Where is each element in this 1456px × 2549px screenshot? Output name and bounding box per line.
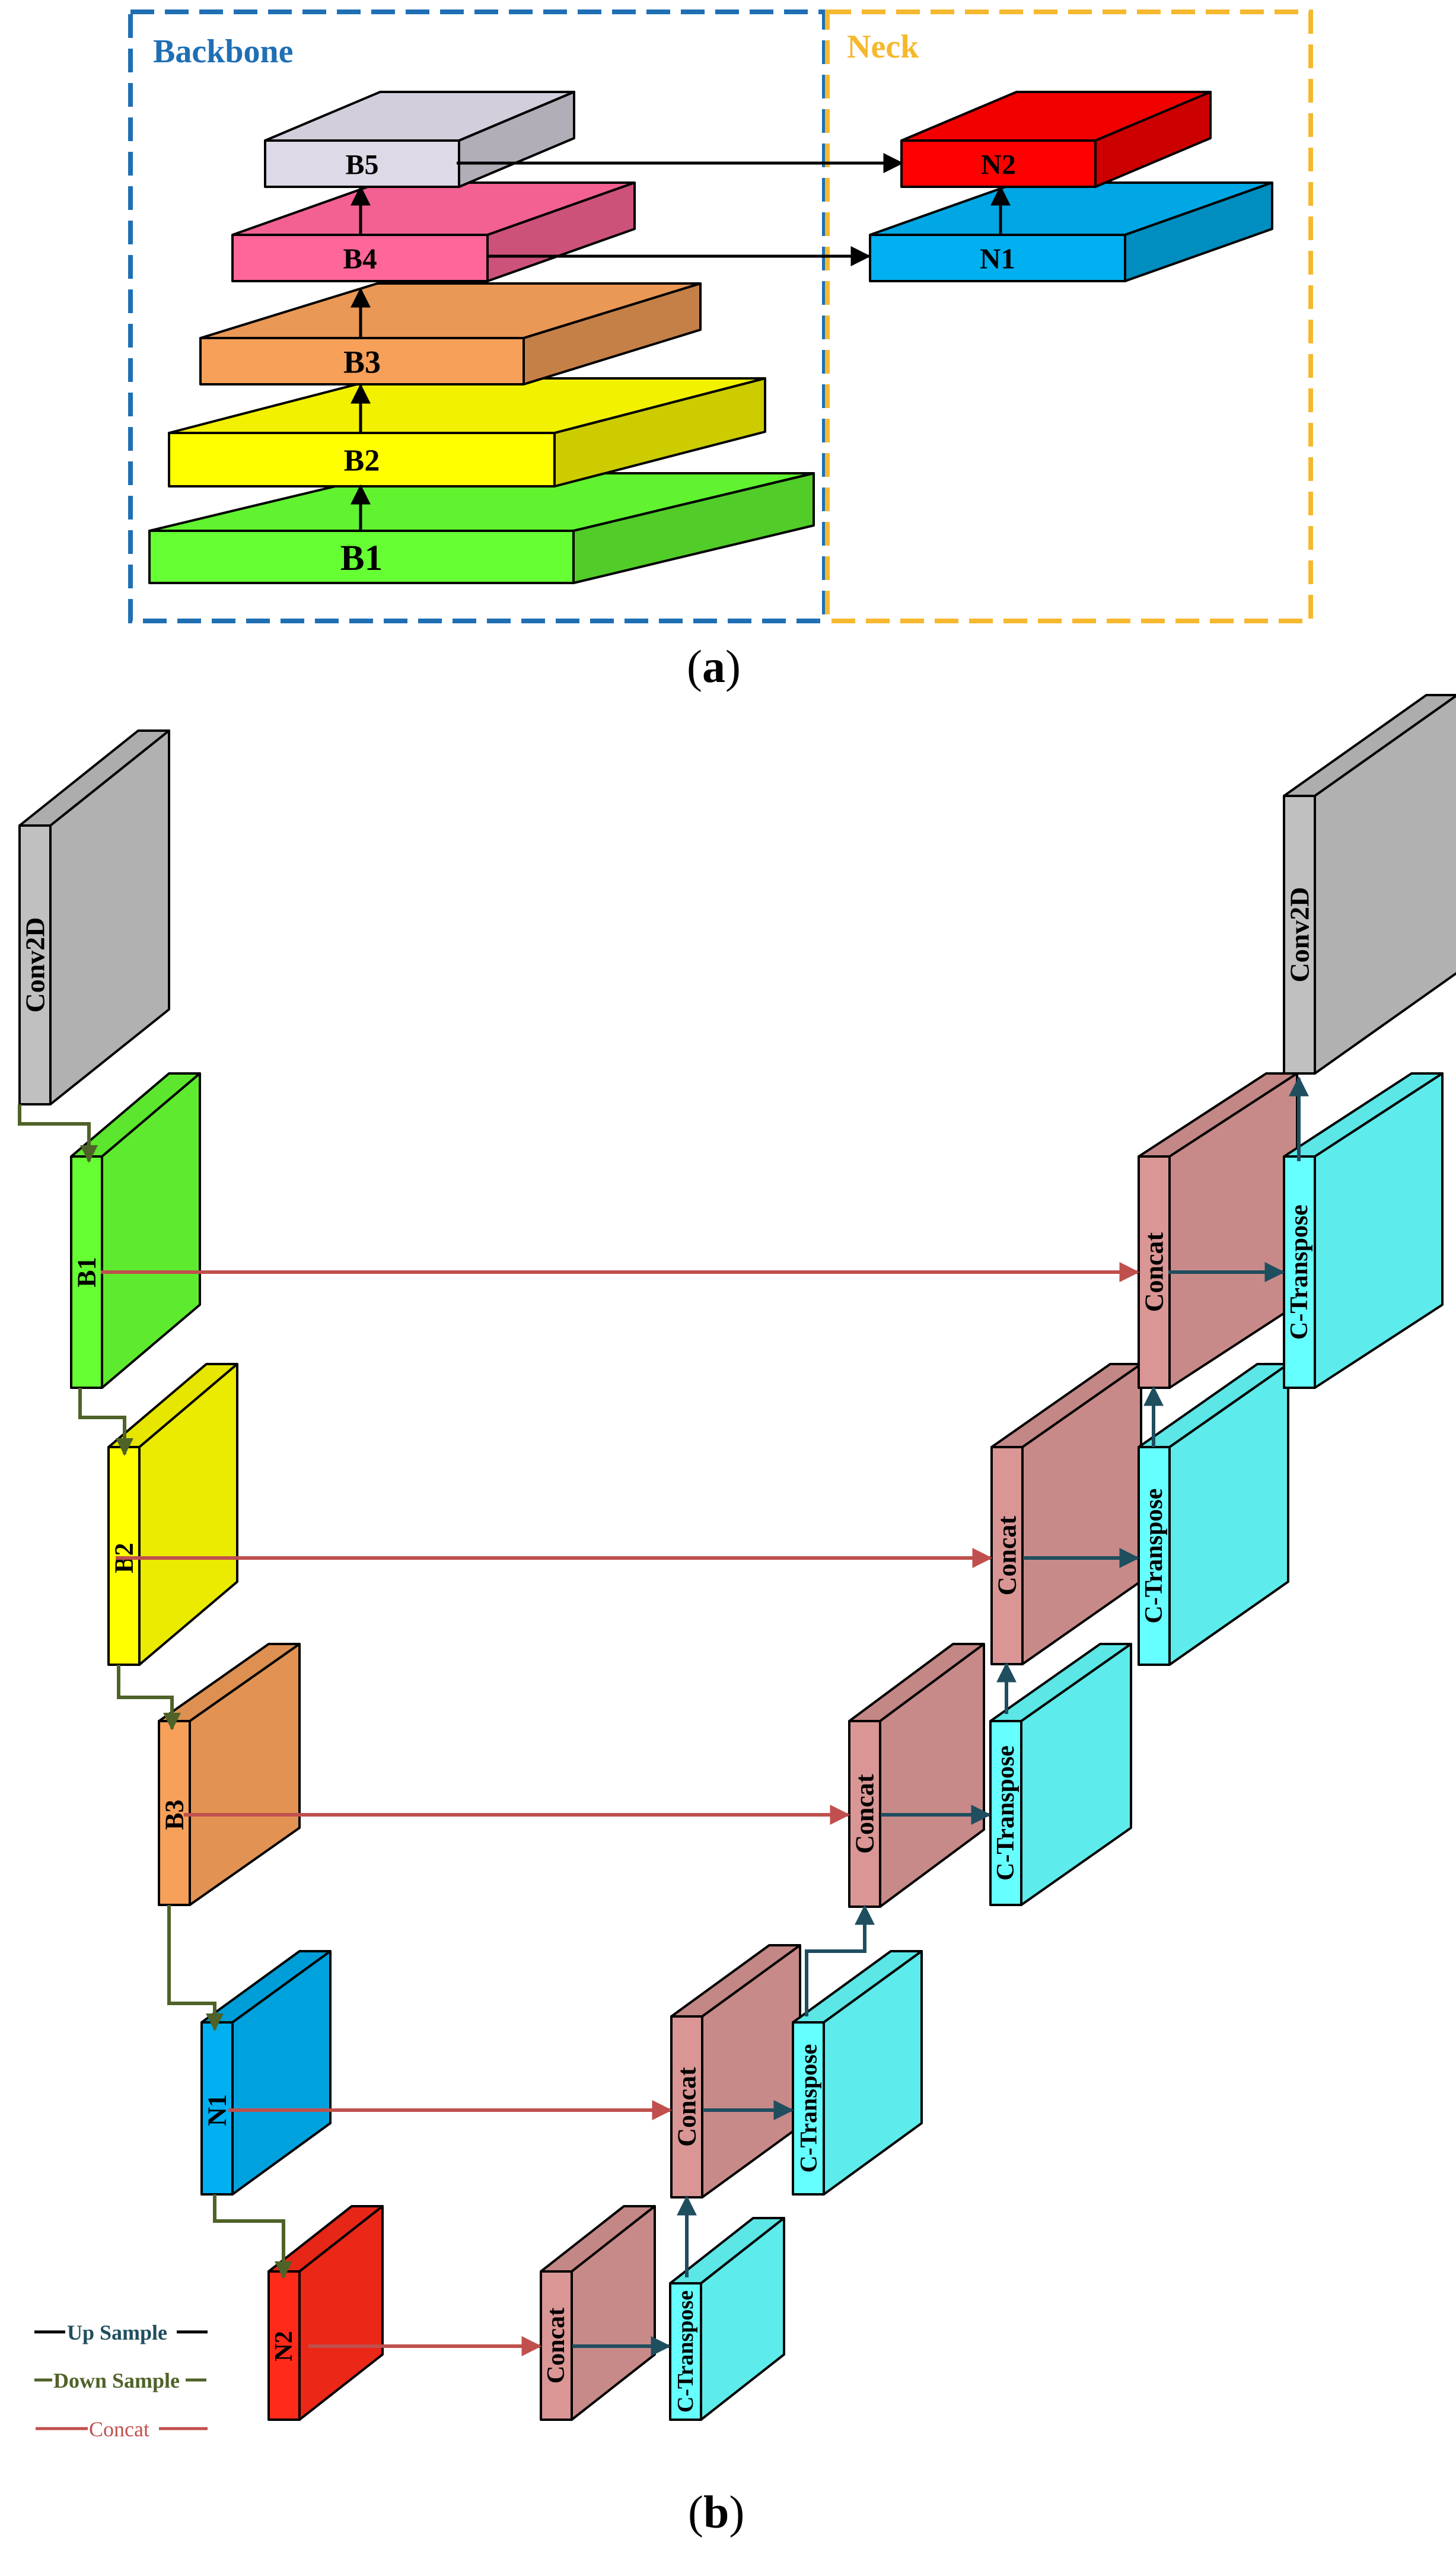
- caption-a: (a): [687, 641, 741, 692]
- slab-label-b5: B5: [345, 149, 378, 180]
- block-ct-3: C-Transpose: [989, 1643, 1132, 1906]
- down-b3-n1: [167, 1905, 224, 2031]
- up-ct4-concat3: [805, 1904, 875, 2016]
- slab-label-n1: N1: [980, 243, 1015, 275]
- block-conv-in: Conv2D: [18, 729, 170, 1105]
- block-ct-5-label: C-Transpose: [673, 2290, 698, 2413]
- down-conv-b1: [18, 1104, 98, 1163]
- block-concat-1-label: Concat: [1140, 1232, 1169, 1312]
- slab-label-n2: N2: [981, 149, 1016, 180]
- slab-label-b3: B3: [343, 344, 381, 380]
- legend-down-sample: Down Sample: [53, 2369, 180, 2392]
- slab-label-b2: B2: [344, 444, 380, 478]
- block-conv-out-label: Conv2D: [1285, 887, 1315, 982]
- slab-label-b4: B4: [343, 243, 377, 275]
- block-ct-1: C-Transpose: [1283, 1072, 1444, 1389]
- block-concat-1: Concat: [1138, 1072, 1298, 1389]
- block-concat-4-label: Concat: [673, 2067, 702, 2147]
- backbone-region: [128, 9, 827, 623]
- caption-b: (b): [688, 2486, 744, 2538]
- slab-b1: B1: [148, 472, 815, 584]
- block-concat-5-label: Concat: [543, 2308, 570, 2384]
- block-conv-in-label: Conv2D: [20, 917, 50, 1012]
- neck-label: Neck: [847, 28, 919, 65]
- block-concat-2: Concat: [990, 1363, 1142, 1665]
- block-conv-out: Conv2D: [1283, 694, 1456, 1075]
- slab-n1: N1: [869, 181, 1273, 282]
- backbone-label: Backbone: [153, 33, 294, 70]
- block-b3: B3: [158, 1643, 301, 1906]
- block-n1: N1: [200, 1950, 332, 2196]
- block-concat-5: Concat: [540, 2205, 656, 2421]
- slab-b3: B3: [199, 282, 702, 385]
- neck-region: [825, 9, 1313, 623]
- legend-concat: Concat: [89, 2417, 149, 2441]
- block-n1-label: N1: [203, 2094, 232, 2126]
- legend-up-sample: Up Sample: [67, 2321, 167, 2344]
- block-ct-4: C-Transpose: [792, 1950, 923, 2196]
- block-n2: N2: [267, 2205, 384, 2421]
- block-concat-3: Concat: [848, 1643, 985, 1908]
- block-concat-3-label: Concat: [850, 1774, 880, 1854]
- block-concat-2-label: Concat: [993, 1515, 1022, 1595]
- slab-b4: B4: [231, 181, 636, 282]
- block-ct-2-label: C-Transpose: [1140, 1489, 1168, 1624]
- down-b1-b2: [78, 1388, 133, 1456]
- block-ct-5: C-Transpose: [669, 2217, 785, 2421]
- slab-b5: B5: [264, 91, 575, 188]
- block-ct-4-label: C-Transpose: [795, 2044, 822, 2172]
- legend: Up Sample Down Sample Concat: [34, 2321, 208, 2441]
- slab-label-b1: B1: [340, 539, 383, 578]
- block-b2: B2: [107, 1363, 238, 1666]
- block-ct-3-label: C-Transpose: [992, 1745, 1019, 1881]
- down-n1-n2: [213, 2194, 292, 2279]
- block-ct-1-label: C-Transpose: [1286, 1205, 1313, 1340]
- block-b1-label: B1: [72, 1257, 101, 1287]
- slab-b2: B2: [168, 377, 766, 488]
- block-ct-2: C-Transpose: [1138, 1363, 1289, 1666]
- slab-n2: N2: [900, 91, 1212, 188]
- block-b1: B1: [70, 1072, 201, 1389]
- block-n2-label: N2: [270, 2331, 298, 2361]
- block-concat-4: Concat: [670, 1944, 801, 2198]
- down-b2-b3: [117, 1665, 181, 1731]
